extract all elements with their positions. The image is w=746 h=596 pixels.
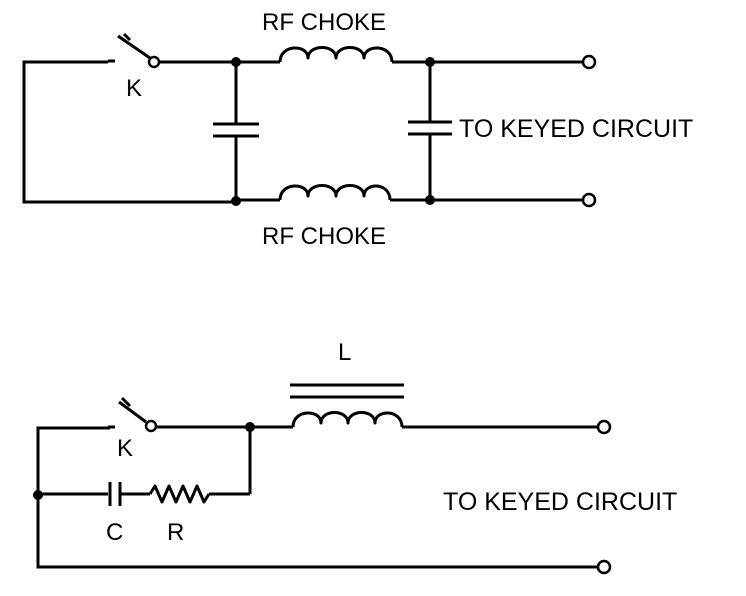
key-contact-terminal — [144, 419, 158, 433]
snubber-resistor — [148, 484, 211, 504]
junction-dot — [231, 57, 241, 67]
top-circuit: K RF CHOKE RF CHOKE TO KEYED CIRCUIT — [22, 9, 693, 250]
key-contact-terminal — [147, 55, 161, 69]
top-rf-choke-label: RF CHOKE — [262, 9, 386, 36]
top-rf-choke-coil — [278, 46, 394, 63]
bottom-rf-choke-label: RF CHOKE — [262, 223, 386, 250]
bottom-rf-choke-coil — [278, 184, 392, 201]
bottom-circuit: K L C R TO KEYED CIRCUIT — [33, 339, 677, 575]
key-knob — [122, 32, 132, 42]
bottom-key-label: K — [117, 435, 133, 462]
top-key-label: K — [126, 75, 142, 102]
junction-dot — [245, 422, 255, 432]
junction-dot — [425, 57, 435, 67]
top-output-label: TO KEYED CIRCUIT — [459, 115, 693, 143]
inductor-label: L — [338, 339, 351, 366]
top-output-terminal-upper — [581, 54, 597, 70]
junction-dot — [231, 196, 241, 206]
resistor-label: R — [167, 519, 184, 546]
top-left-loop-wire — [22, 60, 236, 204]
junction-dot — [33, 490, 43, 500]
capacitor-label: C — [106, 519, 123, 546]
key-lever — [117, 34, 151, 60]
bottom-key-switch — [108, 396, 158, 433]
key-lever — [118, 400, 147, 424]
top-output-terminal-lower — [581, 192, 597, 208]
top-key-switch — [108, 32, 161, 69]
key-knob — [120, 396, 132, 408]
inductor-l-coil — [291, 411, 404, 428]
bottom-output-terminal-lower — [596, 559, 612, 575]
bottom-output-label: TO KEYED CIRCUIT — [443, 488, 677, 516]
junction-dot — [425, 195, 435, 205]
bottom-output-terminal-upper — [596, 419, 612, 435]
